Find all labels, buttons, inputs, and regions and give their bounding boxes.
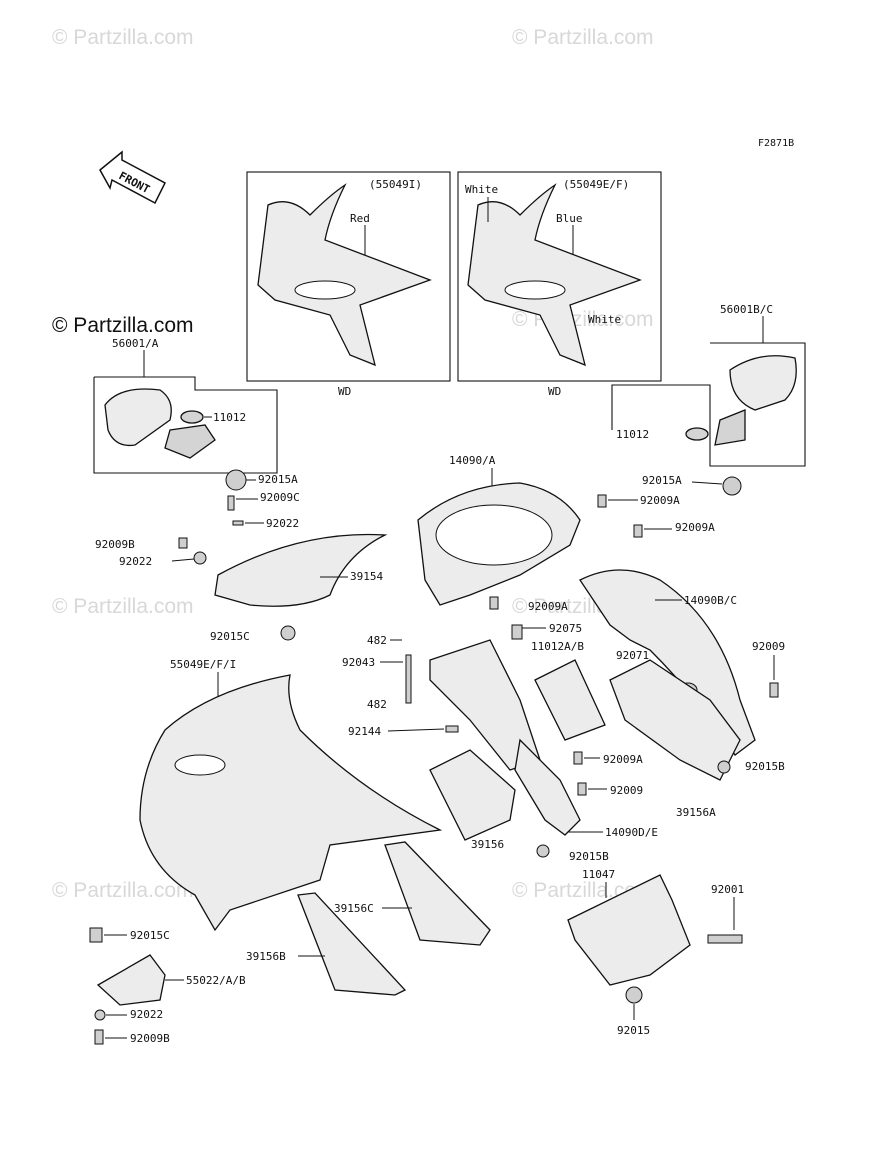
bolt-icon [94,1029,104,1045]
svg-text:92015B: 92015B [745,760,785,773]
svg-text:39156A: 39156A [676,806,716,819]
svg-text:92015A: 92015A [258,473,298,486]
bracket-11047 [567,874,691,986]
svg-text:39156C: 39156C [334,902,374,915]
svg-text:11047: 11047 [582,868,615,881]
upper-cowling [139,674,443,932]
svg-text:55022/A/B: 55022/A/B [186,974,246,987]
bolt-icon [227,495,235,511]
svg-text:92015B: 92015B [569,850,609,863]
svg-text:92015C: 92015C [210,630,250,643]
cover-14090DE [514,738,581,836]
nut-icon [625,986,643,1004]
color-label: Red [350,212,370,225]
svg-text:92022: 92022 [266,517,299,530]
svg-text:92015: 92015 [617,1024,650,1037]
bolt-icon [633,524,643,538]
svg-text:56001/A: 56001/A [112,337,159,350]
svg-text:11012: 11012 [616,428,649,441]
svg-text:92009B: 92009B [95,538,135,551]
pad-39156 [429,749,516,841]
nut-icon [225,469,247,491]
rod-icon [405,654,412,704]
figure-code: F2871B [758,138,794,149]
svg-text:92009A: 92009A [603,753,643,766]
color-label: White [588,313,621,326]
pad-39156C [384,841,491,946]
cover-55022 [96,954,166,1006]
watermark-partzilla: © Partzilla.com [52,314,194,337]
pad-39156B [297,892,407,996]
svg-text:92009B: 92009B [130,1032,170,1045]
bolt-icon [597,494,607,508]
svg-text:92022: 92022 [130,1008,163,1021]
svg-text:92144: 92144 [348,725,381,738]
svg-text:14090B/C: 14090B/C [684,594,737,607]
svg-text:39154: 39154 [350,570,383,583]
svg-text:39156B: 39156B [246,950,286,963]
nut-icon [722,476,742,496]
inset-caption: WD [338,385,351,398]
svg-text:55049E/F/I: 55049E/F/I [170,658,236,671]
svg-text:92009A: 92009A [640,494,680,507]
svg-text:11012A/B: 11012A/B [531,640,584,653]
washer-icon [94,1009,106,1021]
svg-text:56001B/C: 56001B/C [720,303,773,316]
washer-icon [193,551,207,565]
bolt-icon [489,596,499,610]
color-label: White [465,183,498,196]
watermark: © Partzilla.com [52,595,194,618]
front-arrow-icon: FRONT [99,150,166,205]
mirror-right-group: 56001B/C 11012 [611,303,806,467]
bolt-icon [577,782,587,796]
inset-caption: WD [548,385,561,398]
svg-text:92022: 92022 [119,555,152,568]
svg-text:92015C: 92015C [130,929,170,942]
bolt-icon [769,682,779,698]
nut-icon [89,927,103,943]
svg-text:482: 482 [367,698,387,711]
svg-text:14090D/E: 14090D/E [605,826,658,839]
watermark: © Partzilla.com [512,26,654,49]
bolt-icon [707,934,743,944]
spring-icon [232,520,244,526]
svg-text:92009A: 92009A [675,521,715,534]
svg-text:39156: 39156 [471,838,504,851]
rivet-icon [511,624,523,640]
inset-55049I: (55049I) Red WD [246,171,451,398]
nut-icon [536,844,550,858]
svg-text:92009: 92009 [610,784,643,797]
bolt-icon [573,751,583,765]
svg-text:92009A: 92009A [528,600,568,613]
color-label: Blue [556,212,583,225]
bolt-icon [178,537,188,549]
nut-icon [717,760,731,774]
watermark: © Partzilla.com [52,26,194,49]
inset-part-code: (55049I) [369,178,422,191]
spring-icon [445,725,459,733]
nut-icon [280,625,296,641]
windscreen [214,533,388,607]
svg-text:92009C: 92009C [260,491,300,504]
watermark: © Partzilla.com [52,879,194,902]
svg-text:92043: 92043 [342,656,375,669]
svg-text:92075: 92075 [549,622,582,635]
svg-text:482: 482 [367,634,387,647]
svg-text:92001: 92001 [711,883,744,896]
mirror-left-group: 56001/A 11012 [93,337,278,474]
inset-part-code: (55049E/F) [563,178,629,191]
svg-text:92015A: 92015A [642,474,682,487]
svg-text:92071: 92071 [616,649,649,662]
svg-text:11012: 11012 [213,411,246,424]
svg-text:92009: 92009 [752,640,785,653]
pad-11012 [534,659,606,741]
svg-text:14090/A: 14090/A [449,454,496,467]
pad-39156A [609,659,741,781]
inset-55049EF: (55049E/F) White Blue White WD [457,171,662,398]
